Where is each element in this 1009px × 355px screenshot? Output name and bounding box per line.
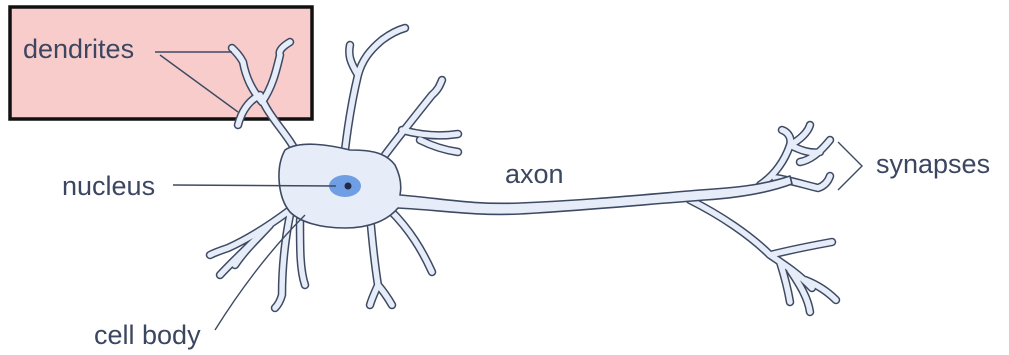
- nucleus-leader: [173, 185, 336, 186]
- cell-body-label: cell body: [94, 320, 201, 350]
- dendrites-label: dendrites: [23, 34, 134, 64]
- nucleolus-dot: [345, 183, 352, 190]
- axon-label: axon: [505, 159, 564, 189]
- synapses-bracket: [838, 142, 862, 190]
- synapses-label: synapses: [876, 149, 990, 179]
- nucleus-label: nucleus: [62, 171, 155, 201]
